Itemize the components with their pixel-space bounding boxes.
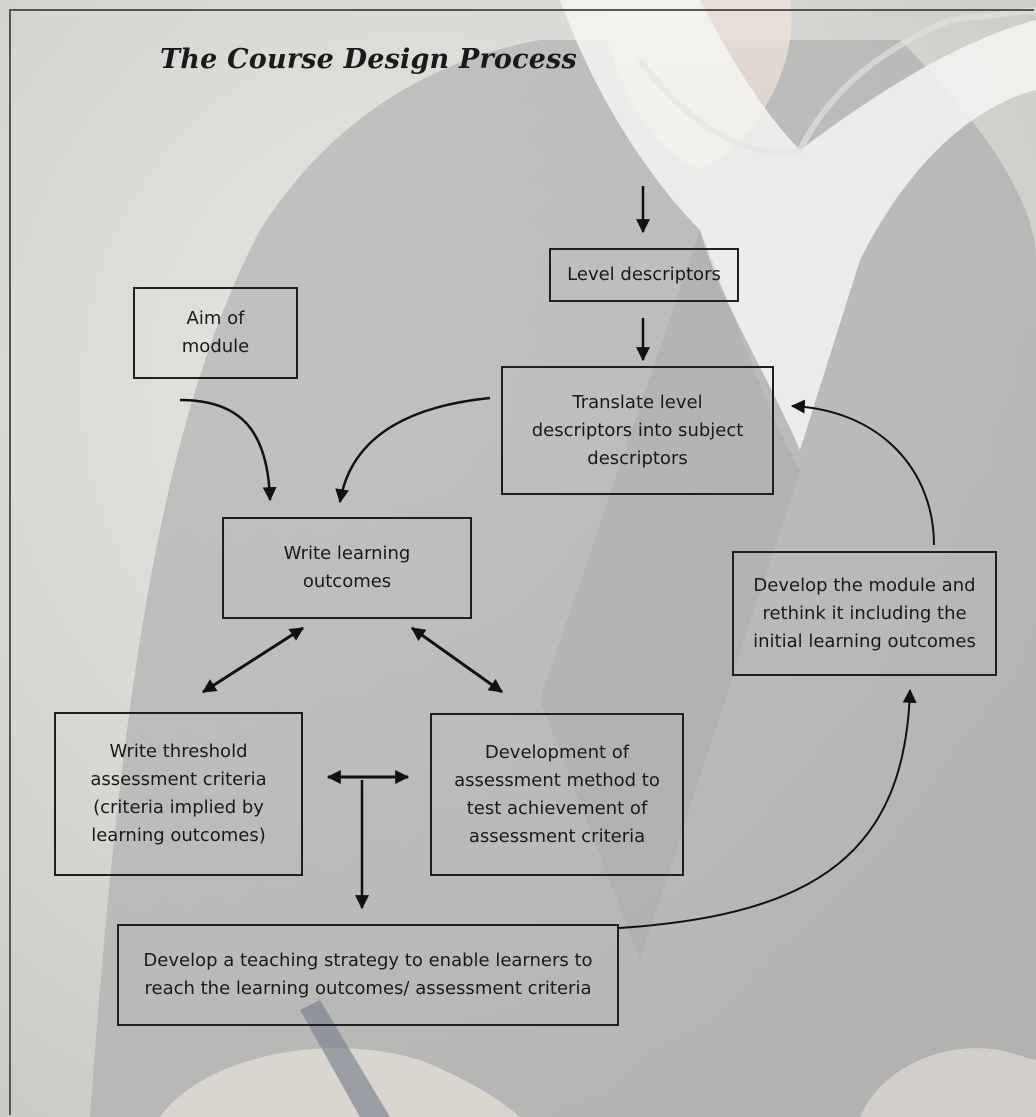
box-translate-descriptors-label: Translate level descriptors into subject… xyxy=(531,391,744,469)
box-threshold-criteria: Write threshold assessment criteria (cri… xyxy=(54,712,303,876)
box-teaching-strategy: Develop a teaching strategy to enable le… xyxy=(117,924,619,1026)
box-develop-module: Develop the module and rethink it includ… xyxy=(732,551,997,676)
box-teaching-strategy-label: Develop a teaching strategy to enable le… xyxy=(143,950,593,999)
box-aim-of-module: Aim of module xyxy=(133,287,298,379)
box-write-learning-outcomes-label: Write learning outcomes xyxy=(283,543,411,592)
box-level-descriptors: Level descriptors xyxy=(549,248,739,302)
box-write-learning-outcomes: Write learning outcomes xyxy=(222,517,472,619)
box-assessment-method-label: Development of assessment method to test… xyxy=(454,741,660,847)
box-assessment-method: Development of assessment method to test… xyxy=(430,713,684,876)
box-translate-descriptors: Translate level descriptors into subject… xyxy=(501,366,774,495)
box-threshold-criteria-label: Write threshold assessment criteria (cri… xyxy=(90,741,267,846)
box-aim-of-module-label: Aim of module xyxy=(181,308,250,357)
box-develop-module-label: Develop the module and rethink it includ… xyxy=(753,574,976,652)
diagram-title: The Course Design Process xyxy=(160,44,577,75)
box-level-descriptors-label: Level descriptors xyxy=(567,264,721,285)
